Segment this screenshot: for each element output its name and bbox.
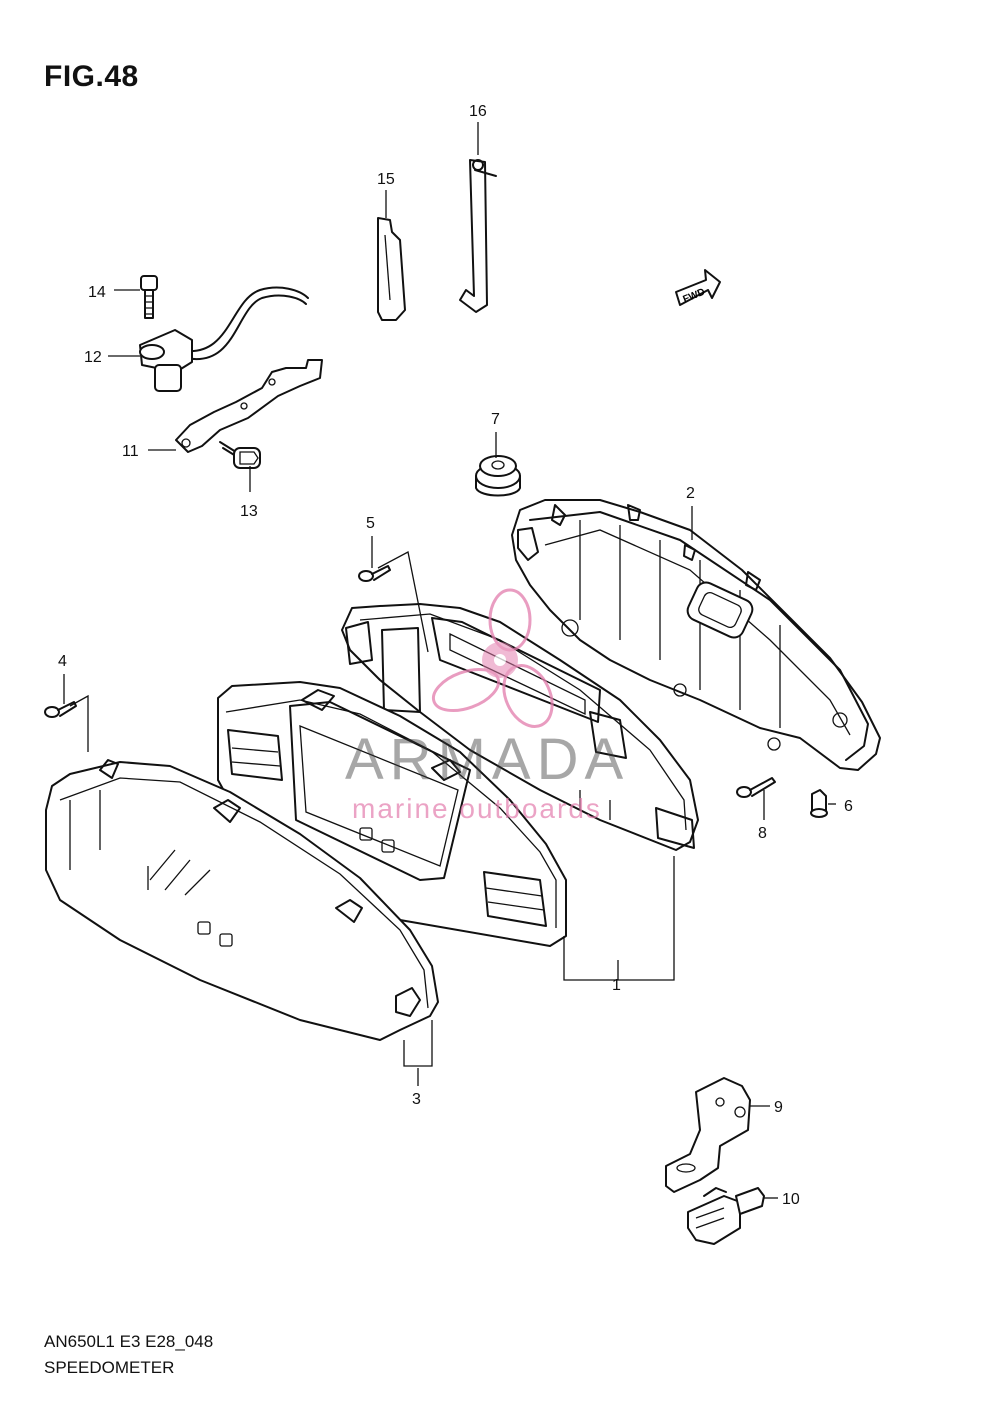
callout-4: 4 <box>58 653 67 670</box>
callout-labels: 16 15 14 12 11 13 7 2 5 4 6 8 1 3 9 10 <box>58 103 853 1208</box>
part-15-bracket <box>377 217 406 321</box>
part-1-middle-frame <box>217 681 567 947</box>
part-11-bracket-plate <box>175 359 323 453</box>
part-13-bolt <box>219 441 261 469</box>
part-8-screw <box>736 777 776 798</box>
model-code: AN650L1 E3 E28_048 <box>44 1332 214 1351</box>
part-6-cap <box>810 789 828 818</box>
part-1-meter-assembly <box>341 603 699 851</box>
part-4-screw <box>44 701 77 718</box>
callout-7: 7 <box>491 411 500 428</box>
callout-9: 9 <box>774 1099 783 1116</box>
part-9-bracket <box>665 1077 751 1193</box>
watermark-tagline: marine outboards <box>352 793 602 824</box>
fwd-arrow-icon: FWD <box>675 269 721 306</box>
figure-title: FIG.48 <box>44 60 139 93</box>
callout-2: 2 <box>686 485 695 502</box>
callout-1: 1 <box>612 977 621 994</box>
callout-13: 13 <box>240 503 258 520</box>
watermark-logo-icon <box>431 588 554 728</box>
callout-10: 10 <box>782 1191 800 1208</box>
leader-lines <box>63 122 836 1199</box>
part-3-lens <box>45 759 439 1041</box>
part-10-connector <box>687 1187 765 1245</box>
part-5-screw <box>358 565 391 582</box>
watermark-brand: ARMADA <box>345 727 630 792</box>
callout-3: 3 <box>412 1091 421 1108</box>
callout-5: 5 <box>366 515 375 532</box>
part-7-grommet <box>475 455 521 497</box>
callout-6: 6 <box>844 798 853 815</box>
callout-8: 8 <box>758 825 767 842</box>
part-16-rod <box>459 159 497 313</box>
callout-14: 14 <box>88 284 106 301</box>
callout-15: 15 <box>377 171 395 188</box>
callout-16: 16 <box>469 103 487 120</box>
figure-name: SPEEDOMETER <box>44 1358 175 1377</box>
callout-12: 12 <box>84 349 102 366</box>
part-2-rear-case <box>511 499 881 771</box>
callout-11: 11 <box>122 443 139 460</box>
part-14-screw <box>140 275 158 319</box>
part-12-sensor <box>139 286 309 392</box>
